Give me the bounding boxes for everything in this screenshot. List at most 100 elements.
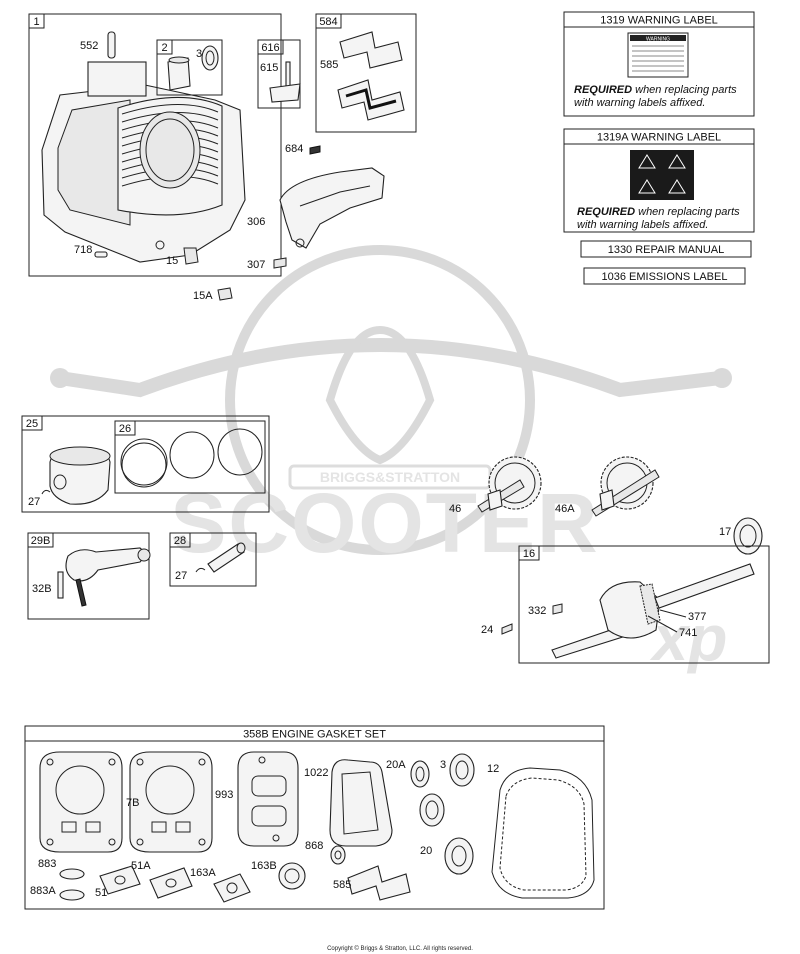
crankshaft-mag-end [654, 563, 755, 609]
callout-306: 306 [247, 216, 265, 228]
box-cylinder-label: 1 [33, 16, 39, 28]
crankcase-hole [155, 240, 165, 250]
box-bushing-label: 2 [161, 42, 167, 54]
piston-ring-top [120, 438, 168, 486]
box-connecting-rod-tag [27, 532, 54, 548]
screw-307 [273, 257, 287, 269]
head-gasket-7b [129, 751, 213, 853]
piston-group: 25 27 26 [21, 415, 270, 513]
connecting-rod-small-end [137, 548, 151, 562]
callout-51a: 51A [131, 860, 151, 872]
repair-manual-label: 1330 REPAIR MANUAL [608, 244, 725, 256]
crank-seal-inner [739, 524, 757, 548]
exhaust-gasket-883a [59, 889, 85, 901]
box-gasket-set-title-bar [24, 725, 605, 742]
box-bushing [156, 39, 223, 96]
crank-key [501, 623, 513, 635]
box-cylinder [28, 13, 282, 277]
cylinder-bore-inner [145, 118, 195, 182]
watermark-emblem [325, 325, 435, 465]
watermark-ring [225, 245, 535, 555]
callout-868: 868 [305, 840, 323, 852]
piston-pin-boss [53, 474, 67, 490]
intake-gasket-51 [99, 865, 141, 895]
callout-51: 51 [95, 887, 107, 899]
air-guide-hole [295, 238, 305, 248]
hazard-icon [668, 179, 686, 194]
breather-gasket-seal [345, 88, 397, 110]
breather-gasket [337, 79, 405, 121]
cam-lobe-46a [599, 489, 615, 511]
gasket-set-title: 358B ENGINE GASKET SET [243, 729, 386, 741]
callout-1022: 1022 [304, 767, 328, 779]
callout-684: 684 [285, 143, 303, 155]
air-guide-edge [299, 185, 371, 207]
hazard-icon [638, 154, 656, 169]
watermark-brand: BRIGGS&STRATTON [320, 469, 460, 485]
cam-gear-46-inner [494, 462, 536, 504]
box-cylinder-tag [28, 13, 45, 29]
callout-20a: 20A [386, 759, 406, 771]
key-24-group: 24 [481, 623, 513, 636]
callout-20: 20 [420, 845, 432, 857]
cylinder-bore [139, 111, 201, 189]
breather-base [269, 83, 301, 103]
box-connecting-rod [27, 532, 150, 620]
leader-741 [647, 615, 678, 633]
emissions-label: 1036 EMISSIONS LABEL [583, 267, 746, 285]
seal-17-group: 17 [719, 517, 763, 555]
box-piston-pin-label: 28 [174, 535, 186, 547]
watermark-suffix: xp [650, 602, 728, 674]
head-gasket [39, 751, 123, 853]
screw-684 [309, 145, 321, 155]
valve-cover-gasket [329, 759, 393, 847]
warning-label-1319-note: REQUIRED when replacing parts [574, 84, 737, 96]
repair-manual-box [580, 240, 752, 258]
connecting-rod-group: 29B 32B [27, 532, 151, 620]
callout-17: 17 [719, 526, 731, 538]
air-guide [279, 167, 385, 249]
box-rings-tag [114, 420, 136, 436]
piston-pin-end [236, 542, 246, 554]
callout-585-gasket: 585 [333, 879, 351, 891]
box-piston-tag [21, 415, 43, 431]
repair-manual: 1330 REPAIR MANUAL [580, 240, 752, 258]
warning-sticker-1319-header [630, 35, 686, 41]
carb-gasket-163b [278, 862, 306, 890]
warning-label-1319-body [563, 26, 755, 117]
crankcase-gasket [491, 767, 595, 899]
emissions-label-text: 1036 EMISSIONS LABEL [602, 271, 728, 283]
warning-label-1319a-title: 1319A WARNING LABEL [597, 132, 721, 144]
rocker-cover-gasket [237, 751, 299, 847]
hazard-icon [668, 154, 686, 169]
leader-377 [659, 609, 687, 618]
callout-3: 3 [196, 48, 202, 60]
oil-seal [201, 45, 219, 71]
box-breather-label: 616 [261, 42, 279, 54]
piston-crown [49, 446, 111, 466]
cam-lobe-46 [487, 489, 503, 511]
watermark-grip-left [50, 368, 70, 388]
dowel-pin [107, 31, 116, 59]
callout-46a: 46A [555, 503, 575, 515]
callout-15: 15 [166, 255, 178, 267]
piston-ring-second [169, 431, 215, 479]
plug-15a-group: 15A [193, 287, 233, 302]
box-breather-gasket [315, 13, 417, 133]
box-breather-tag [257, 39, 284, 55]
plug-15a [217, 287, 233, 301]
box-connecting-rod-label: 29B [31, 535, 51, 547]
callout-883a: 883A [30, 885, 56, 897]
watermark-handlebar [58, 337, 721, 398]
box-rings [114, 420, 266, 494]
intake-gasket-51a [149, 867, 193, 899]
head-gasket-7b-bore [145, 765, 195, 815]
callout-24: 24 [481, 624, 493, 636]
warning-label-1319a: 1319A WARNING LABEL REQUIRED when replac… [563, 128, 755, 233]
pin-retainer [195, 567, 206, 573]
washer [330, 845, 346, 865]
breather-group: 616 615 [257, 39, 301, 109]
crank-seal [733, 517, 763, 555]
watermark-grip-right [712, 368, 732, 388]
